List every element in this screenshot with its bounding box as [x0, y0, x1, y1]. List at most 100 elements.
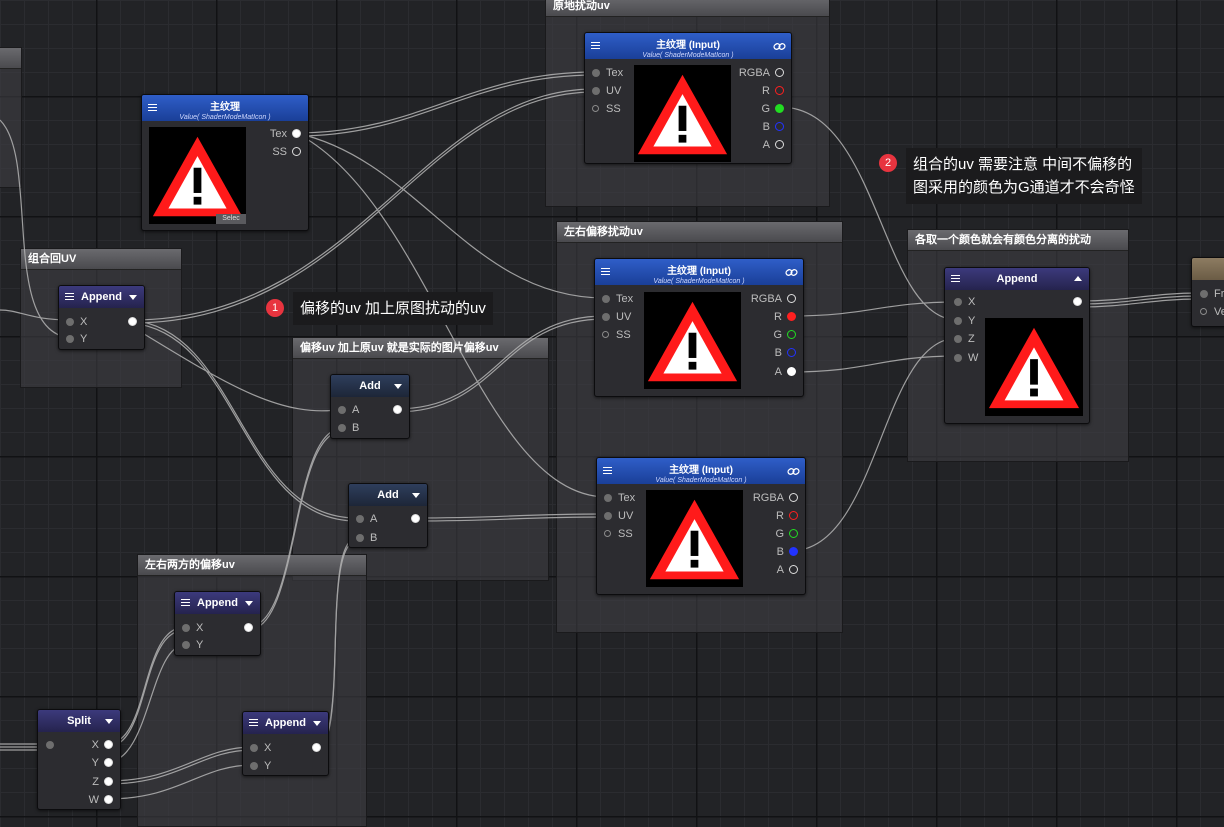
output-xy[interactable] [307, 741, 321, 755]
output-x[interactable]: X [92, 738, 114, 752]
node-header[interactable]: Append [59, 286, 144, 308]
node-header[interactable]: Add [331, 375, 409, 397]
node-header[interactable]: Add [349, 484, 427, 506]
menu-icon[interactable] [603, 467, 612, 474]
input-uv[interactable]: UV [602, 310, 631, 324]
node-header[interactable]: 主纹理 (Input) Value( ShaderModeMatIcon ) [595, 259, 803, 285]
input-x[interactable]: X [954, 295, 975, 309]
input-y[interactable]: Y [954, 314, 975, 328]
menu-icon[interactable] [951, 275, 960, 282]
output-r[interactable]: R [762, 84, 784, 98]
output-r[interactable]: R [776, 509, 798, 523]
output-b[interactable]: B [775, 346, 797, 360]
menu-icon[interactable] [249, 719, 258, 726]
input-ss[interactable]: SS [604, 527, 633, 541]
output-r[interactable]: R [774, 310, 796, 324]
output-tex[interactable]: Tex [270, 127, 302, 141]
output-rgba[interactable]: RGBA [751, 292, 797, 306]
input-uv[interactable]: UV [604, 509, 633, 523]
output-a[interactable]: A [763, 138, 785, 152]
chevron-down-icon[interactable] [129, 295, 137, 300]
input-y[interactable]: Y [182, 638, 203, 652]
chevron-down-icon[interactable] [412, 493, 420, 498]
output-y[interactable]: Y [92, 756, 114, 770]
texture-input-node-original[interactable]: 主纹理 (Input) Value( ShaderModeMatIcon ) T… [584, 32, 792, 164]
add-node-2[interactable]: Add A B [348, 483, 428, 548]
output-g[interactable]: G [761, 102, 784, 116]
link-icon[interactable] [785, 267, 798, 278]
node-header[interactable]: Append [243, 712, 328, 734]
menu-icon[interactable] [601, 268, 610, 275]
append-xy-node[interactable]: Append X Y [174, 591, 261, 656]
input-tex[interactable]: Tex [604, 491, 635, 505]
output-w[interactable]: W [89, 793, 114, 807]
texture-input-node-r[interactable]: 主纹理 (Input) Value( ShaderModeMatIcon ) T… [594, 258, 804, 397]
input-ss[interactable]: SS [602, 328, 631, 342]
node-header[interactable]: 主纹理 (Input) Value( ShaderModeMatIcon ) [585, 33, 791, 59]
texture-input-node-b[interactable]: 主纹理 (Input) Value( ShaderModeMatIcon ) T… [596, 457, 806, 595]
menu-icon[interactable] [148, 104, 157, 111]
chevron-down-icon[interactable] [313, 721, 321, 726]
split-node[interactable]: Split X Y Z W [37, 709, 121, 810]
append-uv-node[interactable]: Append X Y [58, 285, 145, 350]
texture-source-node[interactable]: 主纹理 Value( ShaderModeMatIcon ) Selec Tex… [141, 94, 309, 231]
node-header[interactable]: Split [38, 710, 120, 732]
output-xy[interactable] [239, 621, 253, 635]
output-z[interactable]: Z [92, 775, 113, 789]
input-y[interactable]: Y [250, 759, 271, 773]
output-rgba[interactable]: RGBA [753, 491, 799, 505]
input-fragment[interactable]: Fr [1200, 287, 1224, 301]
output-result[interactable] [406, 512, 420, 526]
note-2[interactable]: 组合的uv 需要注意 中间不偏移的 图采用的颜色为G通道才不会奇怪 [906, 148, 1142, 204]
output-ss[interactable]: SS [272, 145, 301, 159]
fragment-output-node[interactable]: Fr Ve [1191, 257, 1224, 327]
add-node-1[interactable]: Add A B [330, 374, 410, 439]
node-header[interactable]: Append [175, 592, 260, 614]
chevron-down-icon[interactable] [394, 384, 402, 389]
chevron-down-icon[interactable] [245, 601, 253, 606]
append-zw-node[interactable]: Append X Y [242, 711, 329, 776]
input-value[interactable] [46, 738, 60, 752]
input-tex[interactable]: Tex [592, 66, 623, 80]
output-a[interactable]: A [775, 365, 797, 379]
append-rgba-node[interactable]: Append X Y Z W [944, 267, 1090, 424]
node-header[interactable] [1192, 258, 1224, 280]
input-a[interactable]: A [356, 512, 377, 526]
input-x[interactable]: X [66, 315, 87, 329]
link-icon[interactable] [773, 41, 786, 52]
output-a[interactable]: A [777, 563, 799, 577]
output-b[interactable]: B [763, 120, 785, 134]
note-2-line-2: 图采用的颜色为G通道才不会奇怪 [913, 179, 1135, 196]
output-result[interactable] [388, 403, 402, 417]
input-vertex[interactable]: Ve [1200, 305, 1224, 319]
output-rgba[interactable]: RGBA [739, 66, 785, 80]
menu-icon[interactable] [65, 293, 74, 300]
input-ss[interactable]: SS [592, 102, 621, 116]
input-z[interactable]: Z [954, 332, 975, 346]
input-w[interactable]: W [954, 351, 978, 365]
input-a[interactable]: A [338, 403, 359, 417]
output-xyzw[interactable] [1068, 295, 1082, 309]
input-b[interactable]: B [338, 421, 359, 435]
input-x[interactable]: X [250, 741, 271, 755]
output-g[interactable]: G [775, 527, 798, 541]
chevron-down-icon[interactable] [105, 719, 113, 724]
menu-icon[interactable] [181, 599, 190, 606]
input-tex[interactable]: Tex [602, 292, 633, 306]
menu-icon[interactable] [591, 42, 600, 49]
output-g[interactable]: G [773, 328, 796, 342]
input-b[interactable]: B [356, 531, 377, 545]
node-header[interactable]: Append [945, 268, 1089, 290]
output-b[interactable]: B [777, 545, 799, 559]
node-header[interactable]: 主纹理 Value( ShaderModeMatIcon ) [142, 95, 308, 121]
group-edge-left[interactable] [0, 47, 22, 188]
chevron-up-icon[interactable] [1074, 276, 1082, 281]
input-y[interactable]: Y [66, 332, 87, 346]
input-uv[interactable]: UV [592, 84, 621, 98]
input-x[interactable]: X [182, 621, 203, 635]
output-xy[interactable] [123, 315, 137, 329]
node-header[interactable]: 主纹理 (Input) Value( ShaderModeMatIcon ) [597, 458, 805, 484]
select-button[interactable]: Selec [216, 214, 246, 224]
note-1[interactable]: 偏移的uv 加上原图扰动的uv [293, 292, 493, 325]
link-icon[interactable] [787, 466, 800, 477]
